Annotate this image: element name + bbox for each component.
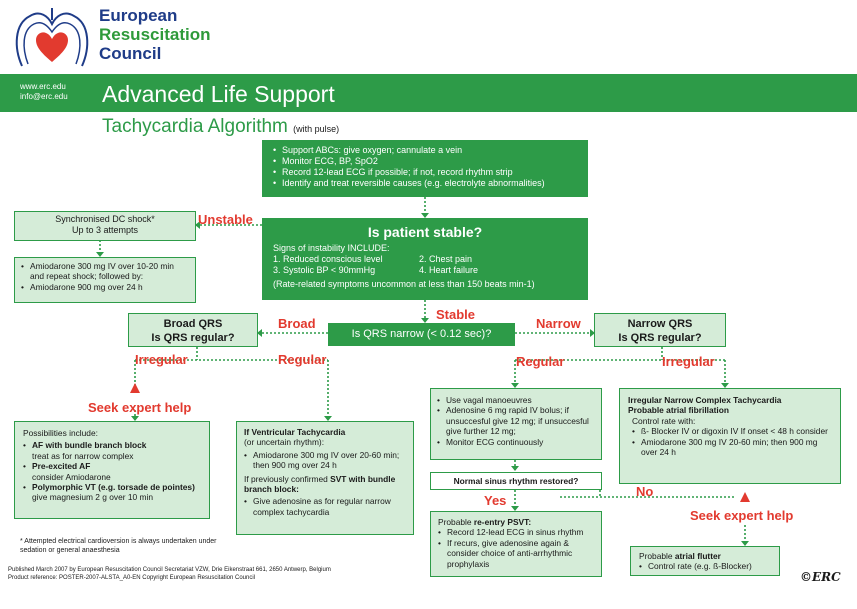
broad-label: Broad (278, 316, 316, 331)
amiodarone-item: Amiodarone 900 mg over 24 h (21, 282, 189, 293)
seek-help-right: Seek expert help (690, 508, 794, 523)
amiodarone-item: Amiodarone 300 mg IV over 10-20 min and … (21, 261, 189, 282)
website-link[interactable]: www.erc.edu (20, 82, 66, 91)
svt-item: Give adenosine as for regular narrow com… (244, 496, 406, 517)
poly-vt-title: Polymorphic VT (e.g. torsade de pointes) (32, 482, 195, 493)
broad-qrs-question: Is QRS regular? (151, 332, 235, 344)
af-item: ß- Blocker IV or digoxin IV If onset < 4… (632, 426, 832, 437)
seek-help-left: Seek expert help (88, 400, 192, 415)
narrow-label: Narrow (536, 316, 581, 331)
initial-actions-box: Support ABCs: give oxygen; cannulate a v… (262, 140, 588, 197)
alert-arrow-right (740, 492, 750, 502)
af-item: Amiodarone 300 mg IV 20-60 min; then 900… (632, 437, 832, 458)
af-subtitle: Probable atrial fibrillation (628, 405, 729, 416)
narrow-qrs-title: Narrow QRS (627, 318, 693, 330)
page-subtitle: Tachycardia Algorithm (with pulse) (102, 116, 339, 138)
amiodarone-box: Amiodarone 300 mg IV over 10-20 min and … (14, 257, 196, 303)
instability-note: (Rate-related symptoms uncommon at less … (273, 279, 535, 289)
initial-action-item: Support ABCs: give oxygen; cannulate a v… (273, 145, 577, 156)
possibilities-intro: Possibilities include: (23, 428, 98, 438)
stable-label: Stable (436, 307, 476, 322)
instability-heading: Signs of instability INCLUDE: (273, 243, 390, 253)
heart-logo-icon (15, 8, 89, 67)
footer-line2: Product reference: POSTER-2007-ALSTA_A0-… (8, 574, 256, 581)
org-name-line3: Council (99, 44, 162, 63)
initial-action-item: Identify and treat reversible causes (e.… (273, 178, 577, 189)
flutter-box: Probable atrial flutter Control rate (e.… (630, 546, 780, 576)
broad-regular-box: If Ventricular Tachycardia (or uncertain… (236, 421, 414, 535)
unstable-label: Unstable (198, 212, 253, 227)
contact-info: www.erc.edu info@erc.edu (20, 82, 68, 102)
pre-af-title: Pre-excited AF (32, 461, 91, 472)
af-bbb-text: treat as for narrow complex (32, 450, 134, 461)
stability-box: Is patient stable? Signs of instability … (262, 218, 588, 300)
broad-qrs-box: Broad QRS Is QRS regular? (128, 313, 258, 347)
dc-shock-line2: Up to 3 attempts (71, 225, 139, 235)
subtitle-note: (with pulse) (293, 124, 340, 134)
flutter-title: atrial flutter (674, 551, 721, 561)
initial-action-item: Monitor ECG, BP, SpO2 (273, 156, 577, 167)
psvt-item: Record 12-lead ECG in sinus rhythm (438, 527, 594, 538)
dc-shock-box: Synchronised DC shock* Up to 3 attempts (14, 211, 196, 241)
psvt-box: Probable re-entry PSVT: Record 12-lead E… (430, 511, 602, 577)
org-name-line1: European (99, 6, 178, 25)
instability-sign: 4. Heart failure (419, 265, 479, 275)
footer: Published March 2007 by European Resusci… (8, 567, 428, 582)
initial-action-item: Record 12-lead ECG if possible; if not, … (273, 167, 577, 178)
footer-line1: Published March 2007 by European Resusci… (8, 567, 331, 573)
af-control: Control rate with: (632, 415, 696, 426)
title-banner (0, 74, 857, 112)
af-box: Irregular Narrow Complex Tachycardia Pro… (619, 388, 841, 484)
vt-item: Amiodarone 300 mg IV over 20-60 min; the… (244, 450, 406, 471)
narrow-regular-label: Regular (516, 354, 565, 369)
svt-pre: If previously confirmed (244, 473, 328, 484)
vagal-item: Use vagal manoeuvres (437, 395, 595, 406)
vt-subtitle: (or uncertain rhythm): (244, 437, 325, 448)
broad-irregular-box: Possibilities include: AF with bundle br… (14, 421, 210, 519)
instability-sign: 1. Reduced conscious level (273, 254, 383, 264)
pre-af-text: consider Amiodarone (32, 471, 111, 482)
org-name-line2: Resuscitation (99, 25, 211, 44)
psvt-pre: Probable (438, 517, 472, 527)
flutter-pre: Probable (639, 551, 673, 561)
flutter-item: Control rate (e.g. ß-Blocker) (639, 561, 771, 572)
subtitle-text: Tachycardia Algorithm (102, 116, 288, 137)
qrs-width-box: Is QRS narrow (< 0.12 sec)? (328, 323, 515, 346)
dc-shock-line1: Synchronised DC shock* (55, 214, 155, 224)
psvt-title: re-entry PSVT: (473, 517, 532, 527)
footnote: * Attempted electrical cardioversion is … (20, 538, 217, 554)
narrow-irregular-label: Irregular (662, 354, 715, 369)
org-name: European Resuscitation Council (99, 6, 210, 63)
vagal-item: Monitor ECG continuously (437, 437, 595, 448)
sinus-rhythm-box: Normal sinus rhythm restored? (430, 472, 602, 490)
vagal-box: Use vagal manoeuvres Adenosine 6 mg rapi… (430, 388, 602, 460)
email-link[interactable]: info@erc.edu (20, 92, 68, 101)
broad-qrs-title: Broad QRS (163, 318, 223, 330)
psvt-item: If recurs, give adenosine again & consid… (438, 538, 594, 569)
instability-sign: 3. Systolic BP < 90mmHg (273, 265, 376, 275)
instability-sign: 2. Chest pain (419, 254, 473, 264)
svt-title: SVT with bundle branch block: (244, 473, 396, 495)
vagal-item: Adenosine 6 mg rapid IV bolus; if unsucc… (437, 405, 595, 436)
alert-arrow-left (130, 383, 140, 393)
erc-signature: ©ERC (800, 570, 841, 584)
vt-title: If Ventricular Tachycardia (244, 427, 346, 437)
stability-question: Is patient stable? (367, 224, 483, 240)
broad-irregular-label: Irregular (135, 352, 188, 367)
broad-regular-label: Regular (278, 352, 327, 367)
poly-vt-text: give magnesium 2 g over 10 min (32, 492, 154, 503)
narrow-qrs-box: Narrow QRS Is QRS regular? (594, 313, 726, 347)
af-bbb-title: AF with bundle branch block (32, 440, 147, 451)
no-label: No (636, 484, 654, 499)
af-title: Irregular Narrow Complex Tachycardia (628, 395, 782, 405)
banner-title: Advanced Life Support (102, 81, 335, 107)
yes-label: Yes (484, 493, 507, 508)
erc-logo (12, 6, 92, 74)
narrow-qrs-question: Is QRS regular? (618, 332, 702, 344)
